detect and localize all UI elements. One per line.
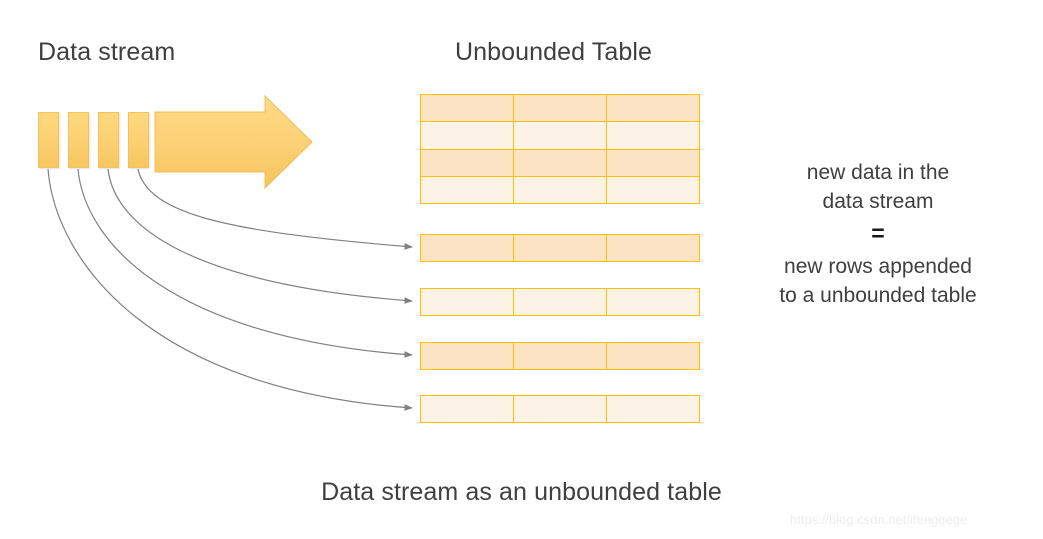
table-row [420, 93, 700, 123]
explanation-line-1: new data in the [806, 161, 950, 184]
table-cell [420, 288, 514, 316]
table-cell [606, 93, 700, 123]
table-cell [606, 175, 700, 205]
appended-table-row-1 [420, 234, 700, 262]
equals-sign: = [871, 220, 885, 246]
table-row [420, 175, 700, 205]
table-cell [606, 342, 700, 370]
table-cell [513, 148, 607, 177]
connector-line-1 [47, 168, 413, 411]
table-cell [420, 121, 514, 150]
stream-packet-3 [98, 112, 119, 168]
appended-table-row-4 [420, 395, 700, 423]
explanation-line-2: data stream [822, 190, 934, 213]
diagram-caption: Data stream as an unbounded table [321, 478, 722, 506]
explanation-line-4: to a unbounded table [779, 284, 977, 307]
table-cell [420, 148, 514, 177]
table-row [420, 121, 700, 150]
unbounded-table-title: Unbounded Table [455, 38, 653, 66]
table-cell [606, 121, 700, 150]
watermark-text: https://blog.csdn.net/ifenggege [790, 512, 968, 527]
table-cell [606, 148, 700, 177]
connector-line-3 [107, 168, 413, 304]
table-cell [513, 395, 607, 423]
table-cell [606, 288, 700, 316]
table-cell [513, 121, 607, 150]
explanation-line-3: new rows appended [784, 255, 972, 278]
explanation-text: new data in the data stream = new rows a… [738, 158, 1018, 310]
table-cell [513, 234, 607, 262]
table-cell [513, 93, 607, 123]
stream-packet-4 [128, 112, 149, 168]
table-cell [420, 234, 514, 262]
table-cell [420, 175, 514, 205]
appended-table-row-3 [420, 342, 700, 370]
table-cell [513, 342, 607, 370]
unbounded-table [420, 93, 700, 205]
appended-table-row-2 [420, 288, 700, 316]
table-cell [420, 395, 514, 423]
stream-packet-1 [38, 112, 59, 168]
table-cell [606, 395, 700, 423]
table-cell [513, 175, 607, 205]
data-stream-title: Data stream [38, 38, 176, 66]
table-row [420, 148, 700, 177]
connector-line-4 [137, 168, 413, 250]
table-cell [606, 234, 700, 262]
stream-packet-2 [68, 112, 89, 168]
flow-arrow [154, 94, 313, 190]
table-cell [420, 342, 514, 370]
table-cell [513, 288, 607, 316]
table-cell [420, 93, 514, 123]
connector-line-2 [77, 168, 413, 358]
